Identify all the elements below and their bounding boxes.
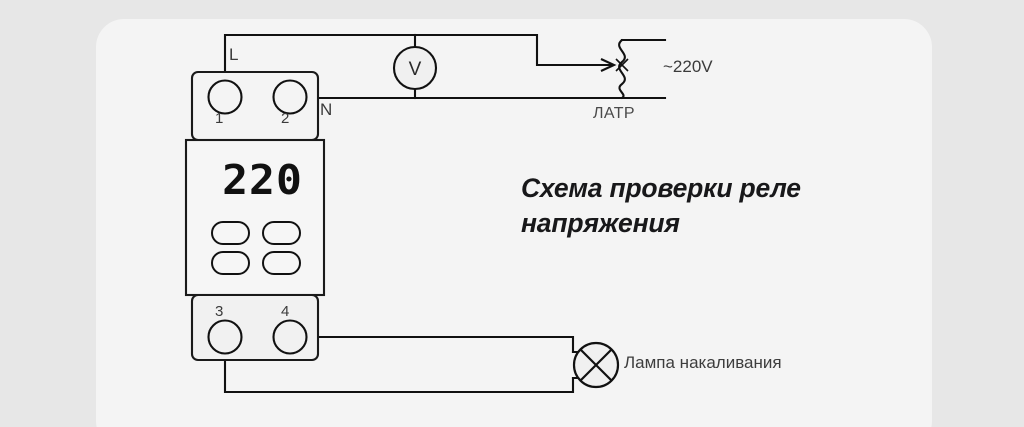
page-title: Схема проверки реле напряжения [521, 171, 911, 241]
label-line-L: L [229, 45, 239, 64]
voltmeter-symbol: V [409, 59, 422, 80]
voltmeter-circle [392, 45, 438, 91]
latr-wiper-arrow [600, 58, 617, 72]
relay-display: 220 [215, 157, 311, 203]
display-value: 220 [222, 155, 304, 204]
terminal-3-hole [207, 319, 243, 355]
label-terminal-2: 2 [281, 110, 290, 127]
label-terminal-4: 4 [281, 303, 290, 320]
label-lamp: Лампа накаливания [624, 353, 782, 372]
device-middle-block [184, 138, 326, 297]
device-button-bottom-left [211, 251, 250, 275]
device-button-top-right [262, 221, 301, 245]
latr-wiper-contact [615, 58, 629, 72]
device-button-bottom-right [262, 251, 301, 275]
title-line-2: напряжения [521, 208, 680, 239]
wire-terminal4-lamp [288, 335, 575, 354]
latr-coil [618, 38, 626, 100]
wire-terminal3-lamp [223, 338, 575, 394]
wire-line-L [223, 33, 614, 106]
label-latr: ЛАТР [593, 105, 635, 122]
terminal-1-hole [207, 79, 243, 115]
terminal-4-hole [272, 319, 308, 355]
label-terminal-3: 3 [215, 303, 224, 320]
label-supply-voltage: ~220V [663, 57, 713, 76]
lamp-x-icon [579, 348, 613, 382]
label-neutral-N: N [320, 100, 333, 119]
terminal-2-hole [272, 79, 308, 115]
label-terminal-1: 1 [215, 110, 224, 127]
device-button-top-left [211, 221, 250, 245]
title-line-1: Схема проверки реле [521, 173, 801, 203]
